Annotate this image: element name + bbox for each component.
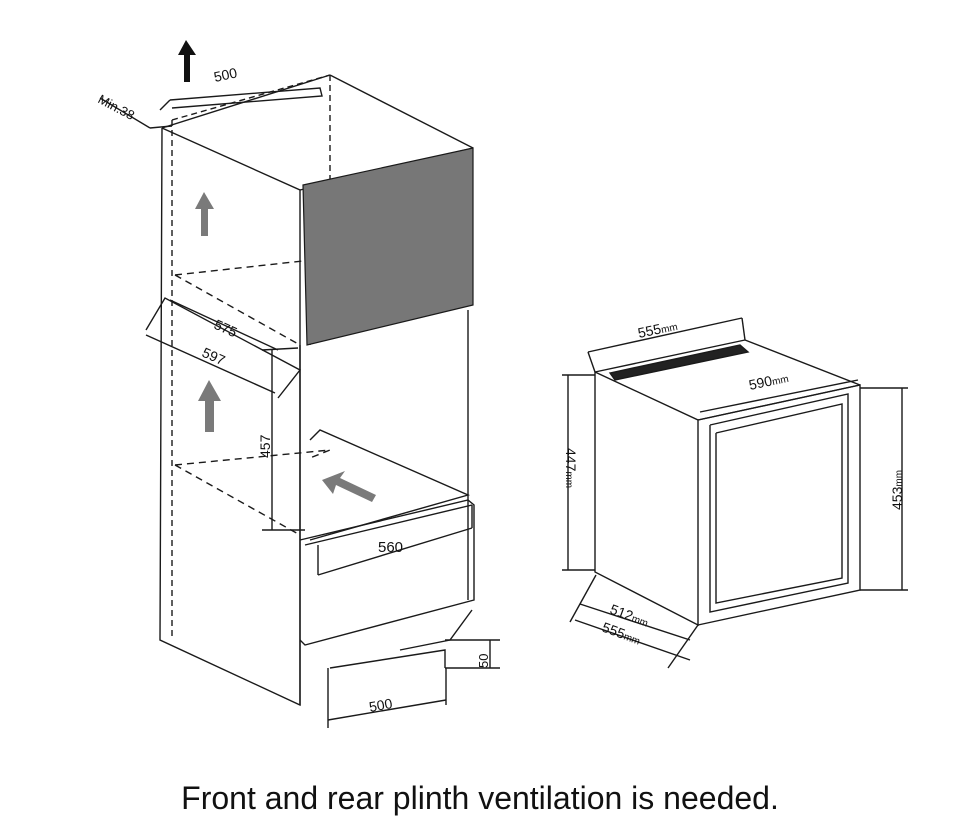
caption: Front and rear plinth ventilation is nee… — [181, 780, 779, 816]
oven-panel — [302, 147, 474, 346]
dim-height-left: 447mm — [563, 448, 579, 488]
up-arrow-icon — [198, 380, 221, 432]
dim-plinth-vent: 500 — [368, 695, 394, 715]
dim-height-right: 453mm — [889, 470, 905, 510]
dim-vent-top: 500 — [212, 64, 238, 85]
appliance-drawing — [562, 317, 908, 669]
dim-depth-inner: 575 — [212, 316, 240, 340]
dim-width-inner: 512mm — [608, 601, 651, 630]
dim-plinth-height: 50 — [476, 654, 491, 668]
up-arrow-icon — [178, 40, 196, 82]
dim-depth-top: 590mm — [747, 369, 789, 393]
dim-depth-outer: 597 — [200, 344, 228, 368]
diagonal-arrow-icon — [322, 471, 376, 502]
dim-width-top: 555mm — [636, 317, 678, 341]
cabinet-drawing — [99, 74, 500, 728]
dim-min-gap: Min.38 — [96, 91, 138, 123]
appliance-dimension-labels: 555mm 590mm 447mm 453mm 512mm 555mm — [563, 317, 905, 648]
up-arrow-icon — [195, 192, 214, 236]
dim-niche-height: 457 — [257, 434, 273, 458]
dim-width-bottom: 555mm — [600, 619, 643, 648]
airflow-arrows — [178, 40, 376, 502]
dim-niche-width: 560 — [378, 539, 403, 556]
